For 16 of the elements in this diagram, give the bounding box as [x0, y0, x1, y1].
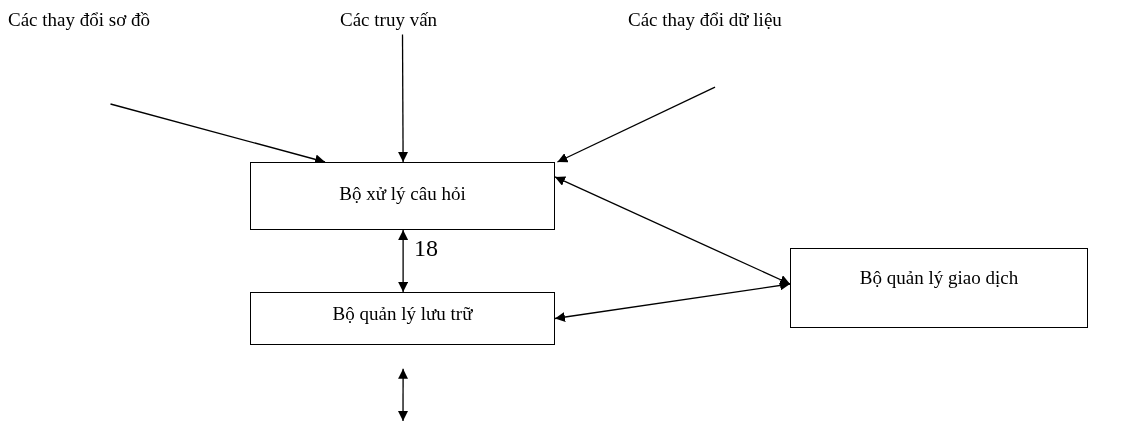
arrow: [556, 86, 716, 163]
input-label: Các thay đổi sơ đồ: [8, 8, 150, 32]
box-label: Bộ quản lý giao dịch: [859, 267, 1019, 289]
arrow: [398, 229, 409, 293]
arrow: [398, 368, 409, 422]
process-box: [250, 292, 555, 345]
arrow: [554, 176, 791, 285]
process-box: [790, 248, 1088, 328]
input-label: Các thay đổi dữ liệu: [628, 8, 782, 32]
arrow: [554, 280, 791, 322]
box-label: Bộ xử lý câu hỏi: [339, 183, 466, 205]
box-label: Bộ quản lý lưu trữ: [332, 303, 473, 325]
process-box: [250, 162, 555, 230]
input-label: Các truy vấn: [340, 8, 438, 32]
arrow: [398, 33, 409, 163]
page-number: 18: [414, 234, 438, 262]
